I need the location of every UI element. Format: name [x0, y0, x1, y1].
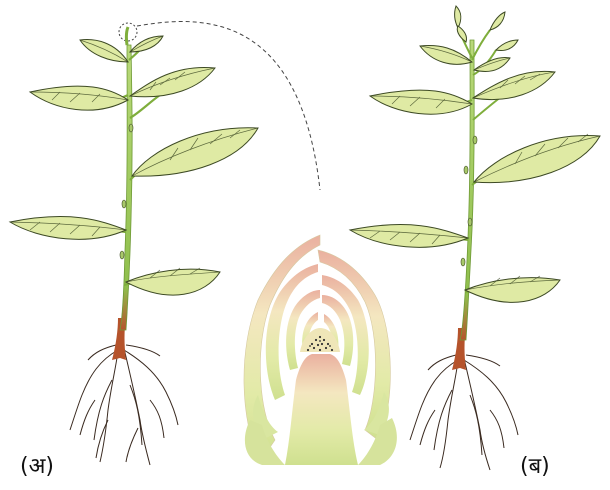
plant-left	[10, 23, 258, 465]
label-plant-b: (ब)	[520, 456, 550, 478]
leaves-right	[350, 6, 600, 302]
stem-right	[460, 40, 474, 340]
label-plant-a: (अ)	[20, 456, 54, 478]
leaves-left	[10, 36, 258, 295]
stem-left	[120, 45, 132, 330]
shoot-tip-section	[244, 235, 397, 465]
